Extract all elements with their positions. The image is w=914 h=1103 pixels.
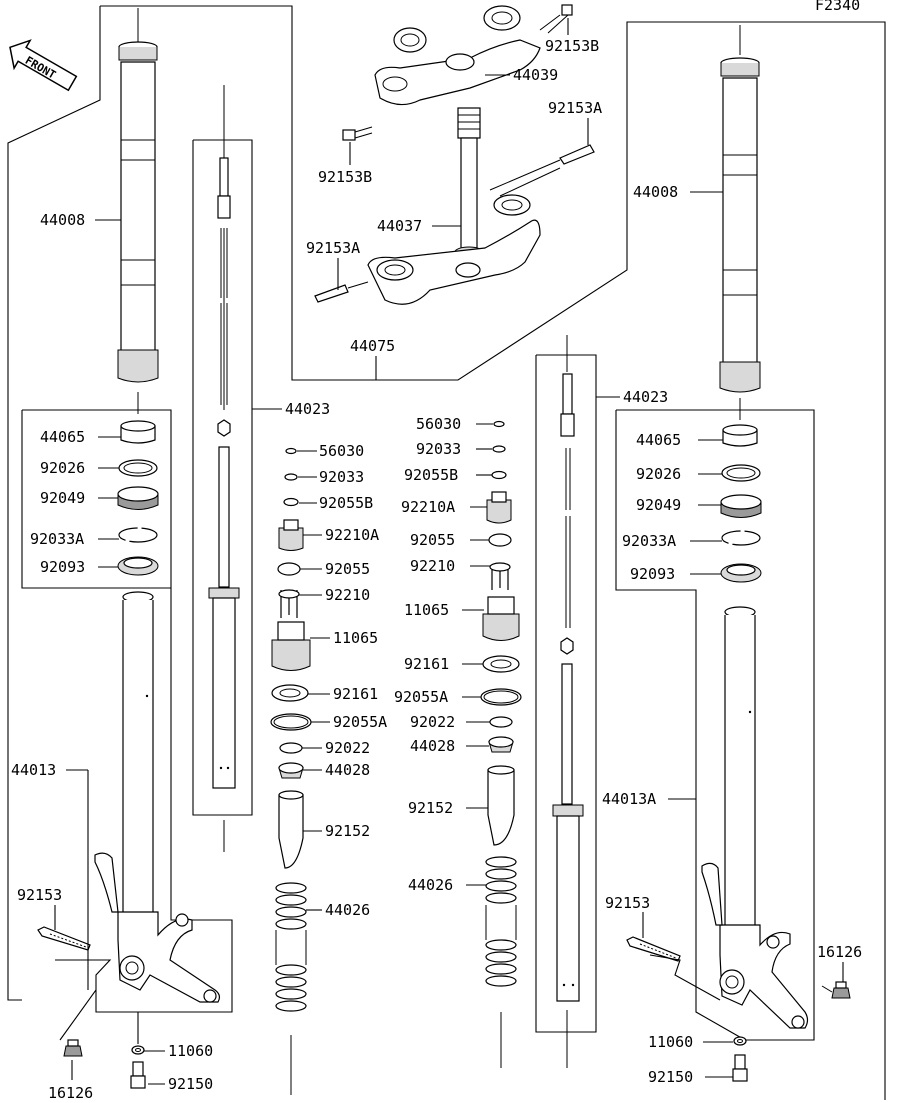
steering-lower-bracket <box>367 194 541 305</box>
label-left-bleeder: 16126 <box>48 1084 93 1102</box>
label-lc-92210A: 92210A <box>325 526 379 544</box>
label-rc-92033: 92033 <box>416 440 461 458</box>
label-rc-92210A: 92210A <box>401 498 455 516</box>
label-stem: 44037 <box>377 217 422 235</box>
figure-code: F2340 <box>815 0 860 14</box>
left-inner-tube <box>94 591 221 1003</box>
label-left-92093: 92093 <box>40 558 85 576</box>
label-left-cartridge: 44023 <box>285 400 330 418</box>
label-upper-bolt-side: 92153B <box>318 168 372 186</box>
grouping-lines <box>7 5 886 1100</box>
label-upper-bolt-top: 92153B <box>545 37 599 55</box>
left-bolt-92153 <box>37 926 91 951</box>
label-lc-92210: 92210 <box>325 586 370 604</box>
label-upper-bracket: 44039 <box>513 66 558 84</box>
left-tube-parts <box>117 420 159 576</box>
left-cartridge-parts <box>270 447 312 1095</box>
steering-bolt-right <box>489 144 595 197</box>
label-right-92026: 92026 <box>636 465 681 483</box>
label-right-cartridge: 44023 <box>623 388 668 406</box>
label-rc-44026: 44026 <box>408 876 453 894</box>
right-cartridge <box>552 335 584 1068</box>
right-outer-tube <box>719 25 761 420</box>
label-lc-92152: 92152 <box>325 822 370 840</box>
label-lc-92161: 92161 <box>333 685 378 703</box>
steering-upper-bracket <box>374 5 541 106</box>
label-lc-92033: 92033 <box>319 468 364 486</box>
label-rc-92210: 92210 <box>410 557 455 575</box>
right-tube-parts <box>720 424 762 583</box>
left-washer-11060 <box>131 1045 145 1055</box>
label-lc-56030: 56030 <box>319 442 364 460</box>
steering-bolt-left <box>314 281 369 303</box>
label-left-bolt: 92153 <box>17 886 62 904</box>
left-outer-tube <box>117 8 159 414</box>
left-bleeder-16126 <box>63 1039 83 1057</box>
label-left-outer-tube: 44008 <box>40 211 85 229</box>
label-left-92033A: 92033A <box>30 530 84 548</box>
label-lc-44028: 44028 <box>325 761 370 779</box>
label-lc-44026: 44026 <box>325 901 370 919</box>
label-left-92049: 92049 <box>40 489 85 507</box>
leader-lines <box>54 18 844 1085</box>
steering-stem <box>454 107 484 258</box>
label-assembly: 44075 <box>350 337 395 355</box>
label-stem-bolt-left: 92153A <box>306 239 360 257</box>
label-right-92093: 92093 <box>630 565 675 583</box>
label-left-drain-bolt: 92150 <box>168 1075 213 1093</box>
label-left-kit: 44013 <box>11 761 56 779</box>
steering-bolt-side <box>342 126 373 141</box>
label-rc-92022: 92022 <box>410 713 455 731</box>
right-bolt-92153 <box>626 936 681 962</box>
label-lc-11065: 11065 <box>333 629 378 647</box>
label-right-bolt: 92153 <box>605 894 650 912</box>
label-stem-bolt-right: 92153A <box>548 99 602 117</box>
label-rc-92055: 92055 <box>410 531 455 549</box>
label-right-44065: 44065 <box>636 431 681 449</box>
label-right-kit: 44013A <box>602 790 656 808</box>
label-rc-92152: 92152 <box>408 799 453 817</box>
label-left-44065: 44065 <box>40 428 85 446</box>
label-right-washer: 11060 <box>648 1033 693 1051</box>
right-bleeder-16126 <box>821 981 851 999</box>
labels: 44008 44065 92026 92049 92033A 92093 440… <box>11 37 862 1102</box>
left-drain-bolt-92150 <box>130 1061 146 1089</box>
label-rc-92161: 92161 <box>404 655 449 673</box>
right-cartridge-parts <box>480 420 522 1068</box>
label-rc-92055A: 92055A <box>394 688 448 706</box>
label-left-washer: 11060 <box>168 1042 213 1060</box>
label-right-92033A: 92033A <box>622 532 676 550</box>
label-rc-11065: 11065 <box>404 601 449 619</box>
right-washer-11060 <box>733 1036 747 1046</box>
label-lc-92022: 92022 <box>325 739 370 757</box>
label-right-92049: 92049 <box>636 496 681 514</box>
label-rc-92055B: 92055B <box>404 466 458 484</box>
steering-bolt-top <box>539 4 573 34</box>
label-right-drain-bolt: 92150 <box>648 1068 693 1086</box>
left-cartridge <box>208 85 240 852</box>
label-left-92026: 92026 <box>40 459 85 477</box>
label-right-bleeder: 16126 <box>817 943 862 961</box>
label-lc-92055A: 92055A <box>333 713 387 731</box>
label-rc-56030: 56030 <box>416 415 461 433</box>
right-drain-bolt-92150 <box>732 1054 748 1082</box>
label-rc-44028: 44028 <box>410 737 455 755</box>
label-right-outer-tube: 44008 <box>633 183 678 201</box>
label-lc-92055B: 92055B <box>319 494 373 512</box>
label-lc-92055: 92055 <box>325 560 370 578</box>
front-arrow-icon: FRONT <box>9 39 78 92</box>
right-inner-tube <box>701 606 809 1029</box>
